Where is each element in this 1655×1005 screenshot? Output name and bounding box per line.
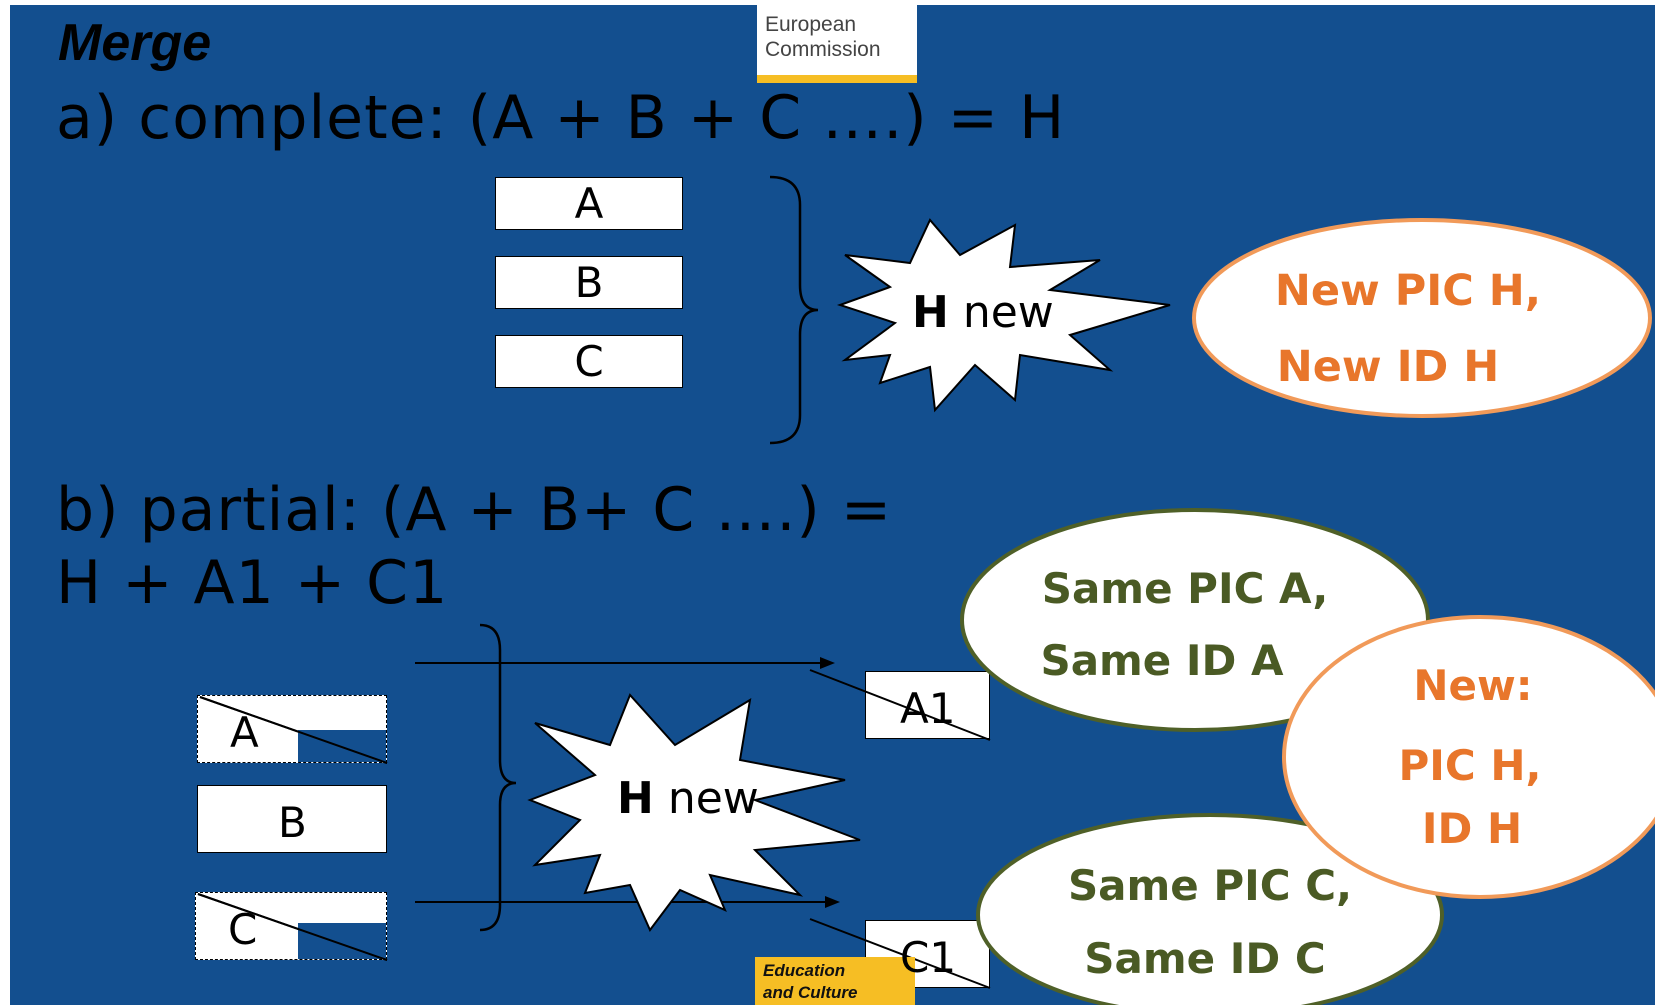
same-pic-c-line-1: Same PIC C, bbox=[1068, 861, 1352, 910]
same-id-a-line-2: Same ID A bbox=[1040, 636, 1284, 685]
new-pic-h-partial-ellipse bbox=[1282, 615, 1655, 899]
pic-h-label: PIC H, bbox=[1399, 741, 1542, 790]
brace-partial bbox=[479, 623, 517, 932]
same-pic-c-ellipse bbox=[976, 813, 1444, 1005]
h-new-label-partial: H new bbox=[617, 773, 759, 824]
box-a-complete: A bbox=[495, 177, 683, 230]
box-b-complete: B bbox=[495, 256, 683, 309]
box-a1-output: A1 bbox=[865, 671, 990, 739]
education-and-culture-logo: Education and Culture bbox=[755, 957, 915, 1005]
h-new-label-complete: H new bbox=[912, 287, 1054, 338]
brace-complete bbox=[769, 175, 819, 445]
box-c1-output: C1 bbox=[865, 920, 990, 988]
logo-bottom-line-2: and Culture bbox=[763, 983, 858, 1002]
diagram-overlay: H new New PIC H, New ID H H new Same PIC… bbox=[197, 175, 1655, 1005]
box-b-partial: B bbox=[197, 785, 387, 853]
new-label: New: bbox=[1413, 661, 1532, 710]
removed-part-c bbox=[298, 923, 386, 959]
heading-complete: a) complete: (A + B + C ….) = H bbox=[56, 83, 1066, 153]
slide: Merge European Commission a) complete: (… bbox=[10, 5, 1655, 1005]
page-title: Merge bbox=[58, 14, 212, 72]
logo-line-1: European bbox=[765, 13, 857, 36]
heading-partial-line-2: H + A1 + C1 bbox=[56, 548, 449, 618]
new-pic-h-line-1: New PIC H, bbox=[1275, 266, 1541, 316]
same-pic-a-line-1: Same PIC A, bbox=[1042, 564, 1329, 613]
id-h-label: ID H bbox=[1422, 804, 1522, 853]
logo-bottom-line-1: Education bbox=[763, 961, 846, 980]
heading-partial-line-1: b) partial: (A + B+ C ….) = bbox=[56, 475, 893, 545]
box-c-complete: C bbox=[495, 335, 683, 388]
same-id-c-line-2: Same ID C bbox=[1084, 934, 1325, 983]
european-commission-logo: European Commission bbox=[757, 5, 917, 83]
new-id-h-line-2: New ID H bbox=[1277, 342, 1500, 392]
logo-line-2: Commission bbox=[765, 38, 881, 61]
h-new-star-complete bbox=[836, 218, 1171, 413]
h-new-star-partial bbox=[527, 693, 861, 932]
new-pic-h-ellipse bbox=[1192, 218, 1652, 418]
